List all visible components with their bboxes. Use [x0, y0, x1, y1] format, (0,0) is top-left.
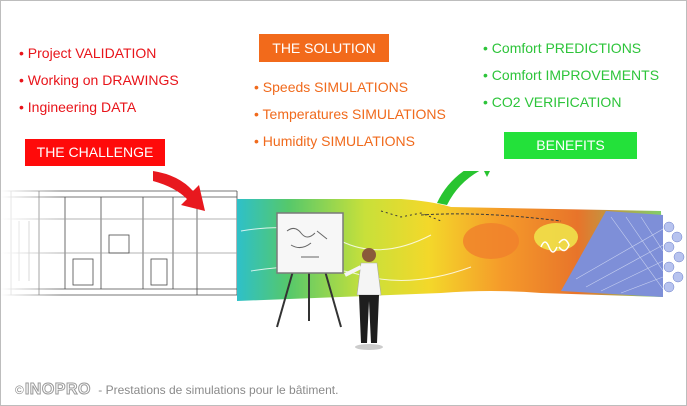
green-arrow-icon: [437, 171, 490, 205]
mesh-icon: [561, 211, 685, 297]
solution-item: • Temperatures SIMULATIONS: [254, 106, 446, 122]
inopro-logo: INOPRO: [24, 381, 91, 399]
challenge-item: • Project VALIDATION: [19, 45, 157, 61]
benefits-list: • Comfort PREDICTIONS • Comfort IMPROVEM…: [483, 35, 659, 116]
challenge-item: • Ingineering DATA: [19, 99, 137, 115]
benefits-item: • Comfort IMPROVEMENTS: [483, 67, 660, 83]
copyright: ©: [15, 383, 24, 397]
building-simulation-illustration: [1, 171, 685, 350]
footer-tagline: - Prestations de simulations pour le bât…: [94, 383, 339, 397]
solution-badge: THE SOLUTION: [259, 34, 389, 62]
solution-item: • Speeds SIMULATIONS: [254, 79, 409, 95]
solution-item: • Humidity SIMULATIONS: [254, 133, 415, 149]
benefits-badge: BENEFITS: [504, 132, 637, 159]
red-arrow-icon: [153, 171, 205, 211]
solution-list: • Speeds SIMULATIONS • Temperatures SIMU…: [254, 74, 446, 155]
footer: ©INOPRO - Prestations de simulations pou…: [15, 381, 338, 399]
benefits-item: • CO2 VERIFICATION: [483, 94, 622, 110]
flipchart-icon: [276, 212, 344, 328]
presenter-icon: [344, 248, 383, 350]
benefits-item: • Comfort PREDICTIONS: [483, 40, 642, 56]
challenge-badge: THE CHALLENGE: [25, 139, 165, 166]
challenge-item: • Working on DRAWINGS: [19, 72, 179, 88]
challenge-list: • Project VALIDATION • Working on DRAWIN…: [19, 40, 179, 121]
